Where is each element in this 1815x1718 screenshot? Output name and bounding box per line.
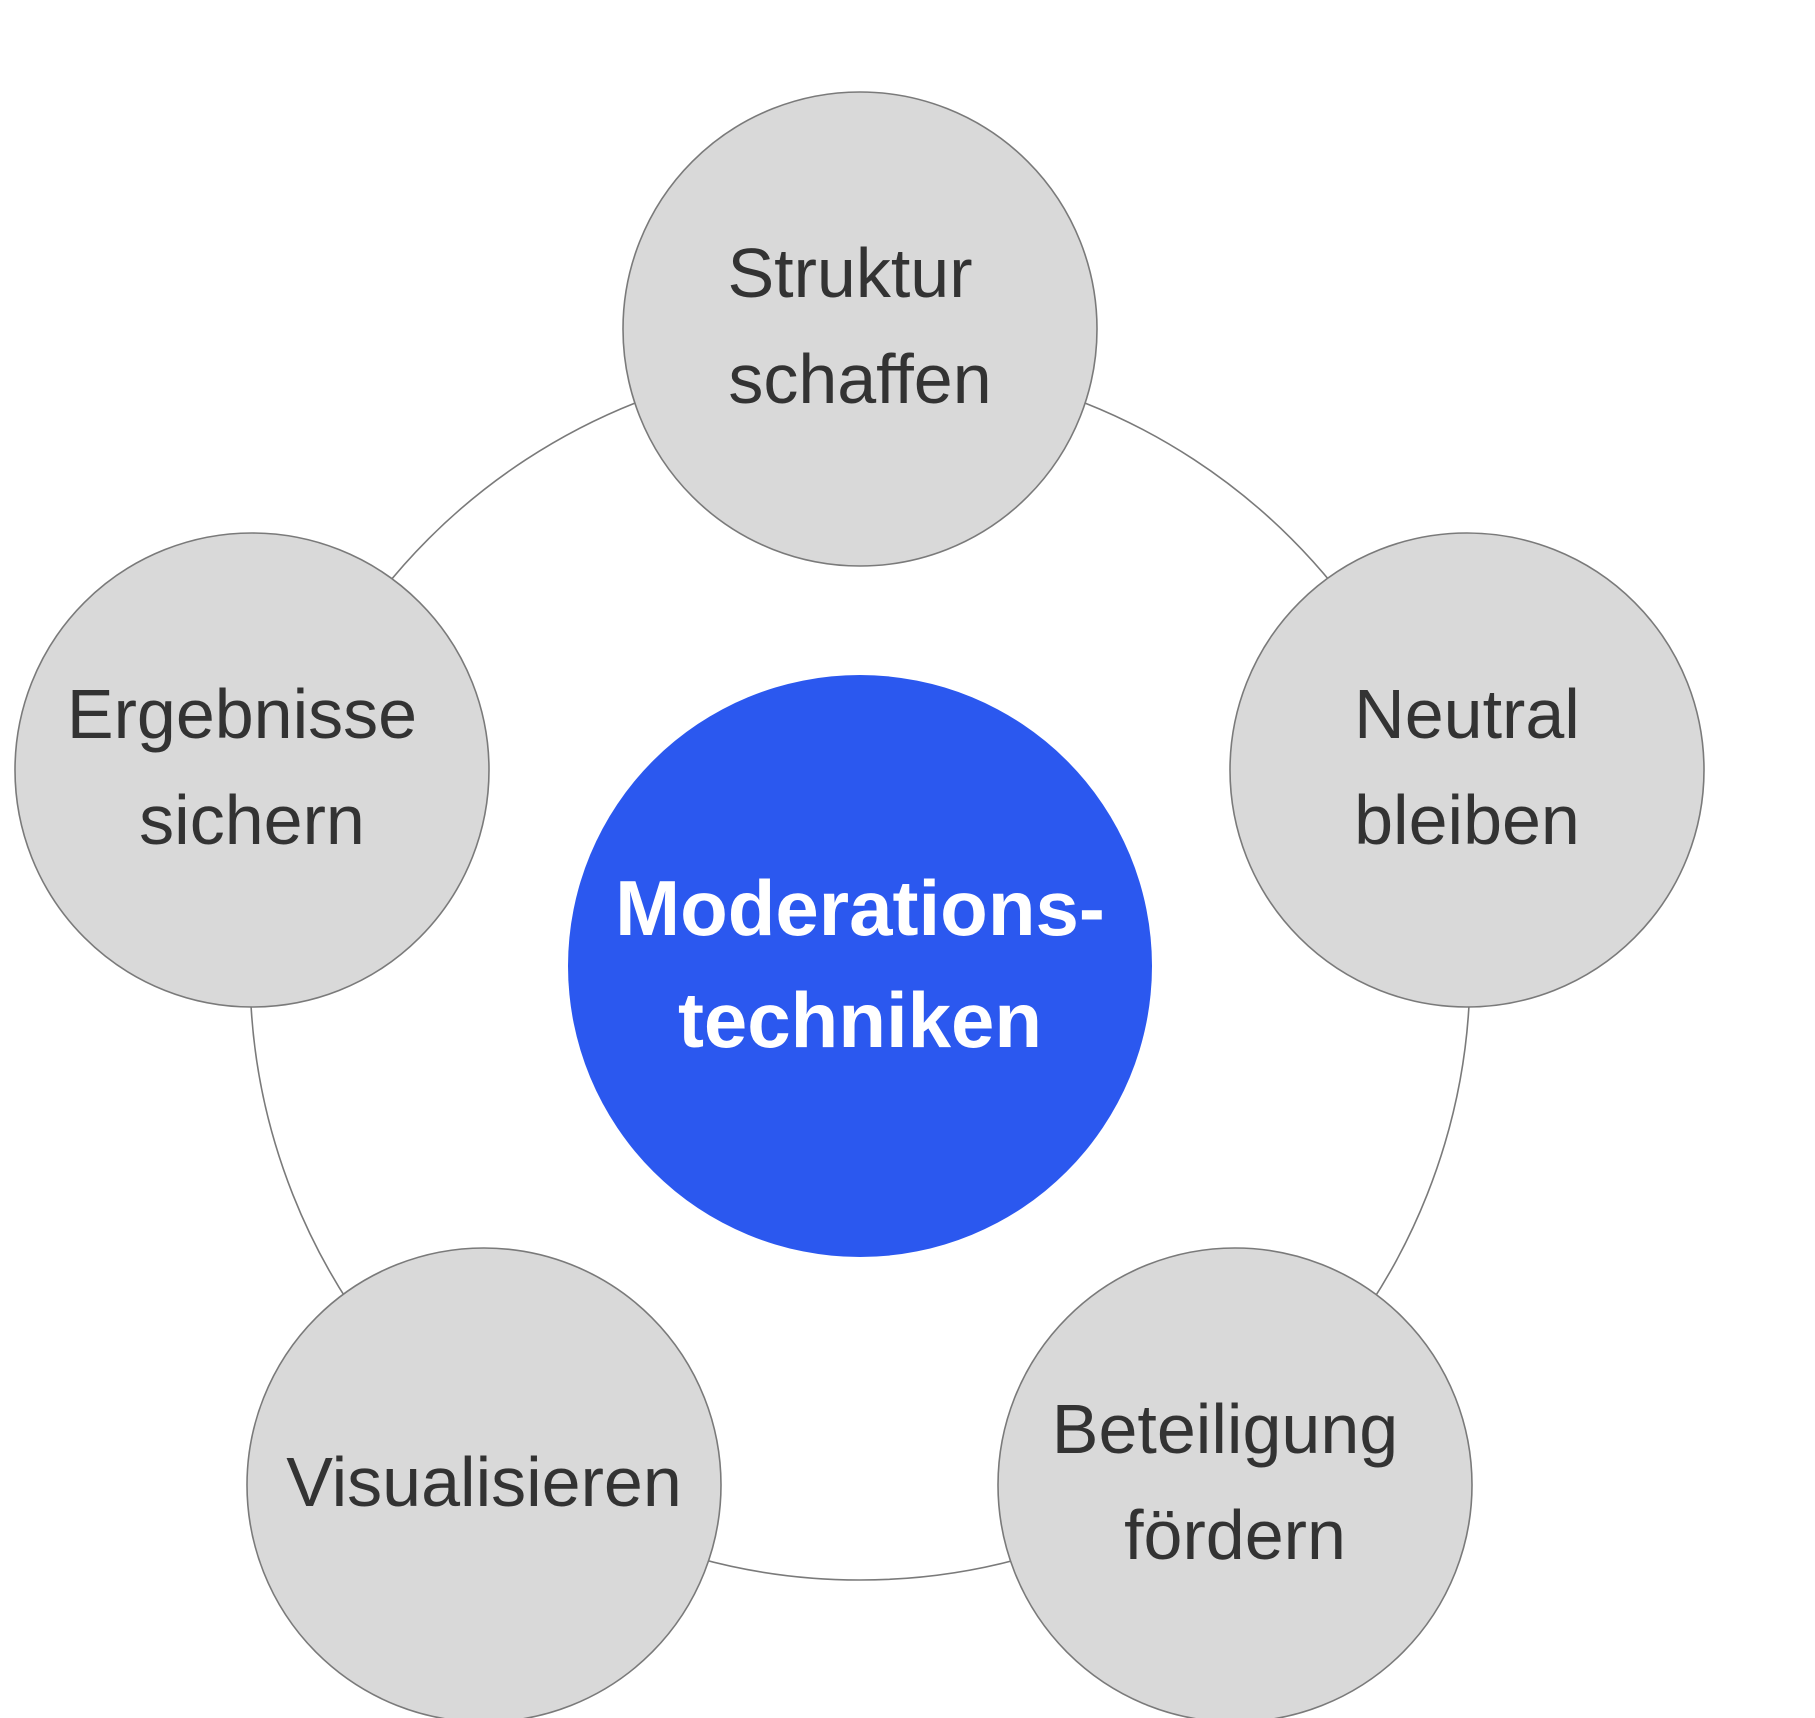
node-label-line2: sichern [139,781,365,859]
node-neutral-bleiben: Neutral bleiben [1229,532,1705,1008]
node-label-line1: Neutral [1354,675,1580,753]
node-label-line1: Ergebnisse [67,675,417,753]
center-label-line2: techniken [678,976,1042,1064]
node-visualisieren: Visualisieren [246,1247,722,1718]
node-label-line1: Struktur [727,234,972,312]
center-label-line1: Moderations- [615,864,1105,952]
node-label-line2: bleiben [1354,781,1580,859]
node-struktur-schaffen: Struktur schaffen [622,91,1098,567]
center-circle [568,675,1152,1257]
node-ergebnisse-sichern: Ergebnisse sichern [14,532,490,1008]
node-circle [246,1247,722,1718]
node-label-line1: Beteiligung [1052,1390,1398,1468]
center-hub: Moderations- techniken [568,675,1152,1257]
node-label-line2: fördern [1124,1496,1346,1574]
node-beteiligung-foerdern: Beteiligung fördern [997,1247,1473,1718]
node-circle [1229,532,1705,1008]
node-circle [622,91,1098,567]
node-circle [14,532,490,1008]
node-label-line2: schaffen [728,340,991,418]
node-circle [997,1247,1473,1718]
node-label-line1: Visualisieren [286,1443,682,1521]
